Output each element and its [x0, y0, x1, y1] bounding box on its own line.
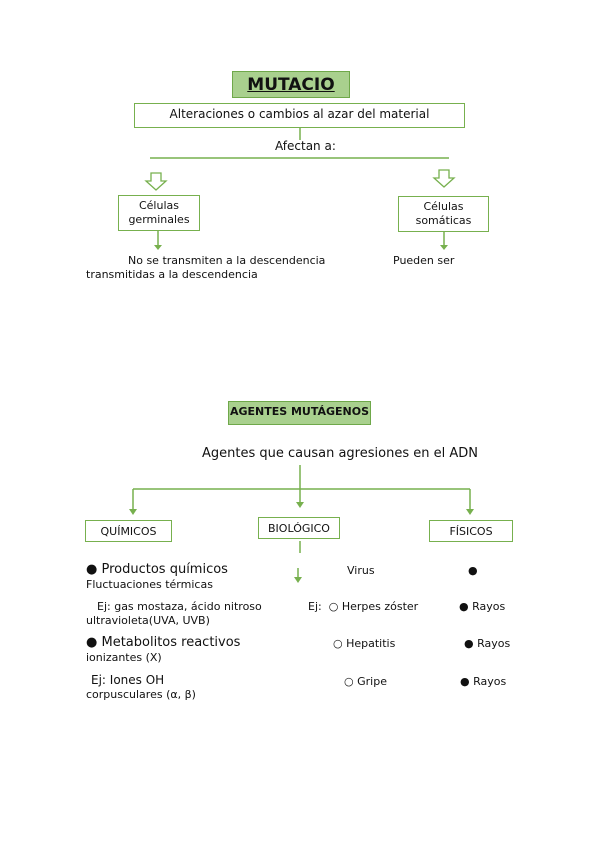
germinal-cells-box: Células germinales [118, 195, 200, 231]
quimicos-item-4b: corpusculares (α, β) [86, 688, 196, 701]
germinal-note-1: No se transmiten a la descendencia [128, 254, 326, 267]
fisicos-item-2: ● Rayos [464, 637, 511, 650]
quimicos-item-2: Ej: gas mostaza, ácido nitroso [97, 600, 262, 613]
circle-bullet-icon: ○ [344, 675, 358, 688]
quimicos-item-1: ● Productos químicos [86, 562, 228, 577]
quimicos-item-3b: ionizantes (X) [86, 651, 162, 664]
agentes-definition: Agentes que causan agresiones en el ADN [202, 446, 478, 461]
quimicos-item-2b: ultravioleta(UVA, UVB) [86, 614, 210, 627]
mutacion-title: MUTACIO [232, 71, 350, 98]
somatic-cells-box: Células somáticas [398, 196, 489, 232]
quimicos-item-1b: Fluctuaciones térmicas [86, 578, 213, 591]
bullet-icon: ● [86, 562, 102, 577]
bullet-icon: ● [459, 600, 473, 613]
quimicos-item-3: ● Metabolitos reactivos [86, 635, 241, 650]
fisicos-item-1: ● Rayos [459, 600, 506, 613]
biologico-box: BIOLÓGICO [258, 517, 340, 539]
mutacion-definition: Alteraciones o cambios al azar del mater… [134, 103, 465, 128]
affect-label: Afectan a: [275, 139, 336, 153]
fisicos-bullet: ● [468, 564, 478, 577]
somatic-note: Pueden ser [393, 254, 455, 267]
quimicos-box: QUÍMICOS [85, 520, 172, 542]
bullet-icon: ● [464, 637, 478, 650]
quimicos-item-4: Ej: Iones OH [91, 673, 165, 687]
bullet-icon: ● [468, 564, 478, 577]
fisicos-box: FÍSICOS [429, 520, 513, 542]
agentes-title: AGENTES MUTÁGENOS [228, 401, 371, 425]
biologico-virus: Virus [347, 564, 375, 577]
biologico-item-3: ○ Gripe [344, 675, 387, 688]
circle-bullet-icon: ○ [333, 637, 347, 650]
biologico-item-1: Ej: ○ Herpes zóster [308, 600, 419, 613]
germinal-note-2: transmitidas a la descendencia [86, 268, 258, 281]
biologico-item-2: ○ Hepatitis [333, 637, 396, 650]
circle-bullet-icon: ○ [328, 600, 342, 613]
bullet-icon: ● [86, 635, 102, 650]
fisicos-item-3: ● Rayos [460, 675, 507, 688]
bullet-icon: ● [460, 675, 474, 688]
